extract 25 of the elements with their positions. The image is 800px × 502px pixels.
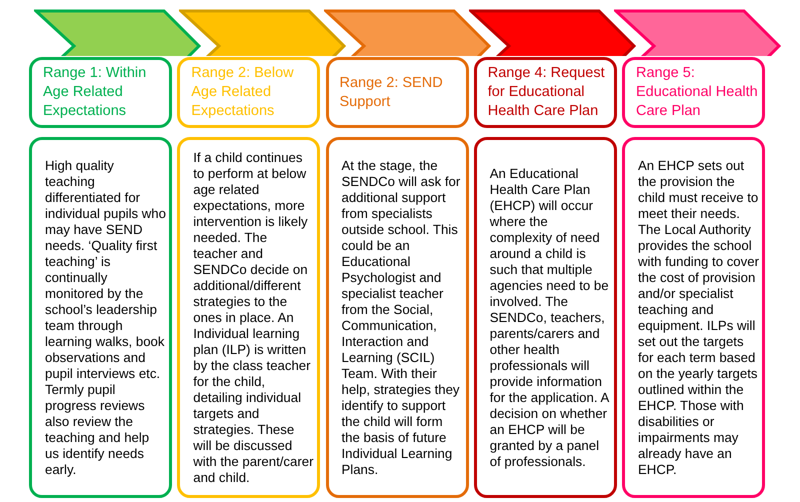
description-panel	[29, 137, 172, 498]
stage-banner	[614, 9, 781, 56]
stage-banner	[324, 9, 491, 56]
stage-title: Range 5: Educational Health Care Plan	[636, 64, 758, 121]
title-panel	[474, 57, 617, 128]
description-panel	[326, 137, 468, 498]
title-panel	[326, 57, 468, 128]
stage-title: Range 1: Within Age Related Expectations	[43, 64, 148, 121]
title-panel	[622, 57, 765, 128]
description-text: An Educational Health Care Plan (EHCP) will occur where the complexity of need around a child is such that multiple agencies need to be involved. The SENDCo, teachers, parents/carers and other health professionals will provide information for the application. A decision on whether an EHCP will be granted by a panel of professionals.	[490, 166, 610, 470]
title-panel	[29, 57, 172, 128]
stage-banner	[469, 9, 636, 56]
title-panel	[177, 57, 320, 128]
description-panel	[177, 137, 320, 498]
stage-title: Range 4: Request for Educational Health Care Plan	[488, 64, 606, 121]
description-text: High quality teaching differentiated for individual pupils who may have SEND needs. ‘Quality first teaching’ is continually monitored by the school’s leadership team through learning walks, book observations and pupil interviews etc. Termly pupil progress reviews also review the teaching and help us identify needs early.	[45, 158, 166, 478]
stage-title: Range 2: Below Age Related Expectations	[191, 64, 295, 121]
description-text: If a child continues to perform at below age related expectations, more intervention is likely needed. The teacher and SENDCo decide on additional/different strategies to the ones in place. An Individual learning plan (ILP) is written by the class teacher for the child, detailing individual targets and strategies. These will be discussed with the parent/carer and child.	[193, 150, 314, 486]
description-text: At the stage, the SENDCo will ask for additional support from specialists outside school. This could be an Educational Psychologist and specialist teacher from the Social, Communication, Interaction and Learning (SCIL) Team. With their help, strategies they identify to support the child will form the basis of future Individual Learning Plans.	[342, 158, 462, 478]
stage-title: Range 2: SEND Support	[340, 74, 444, 112]
description-text: An EHCP sets out the provision the child must receive to meet their needs. The Local Authority provides the school with funding to cover the cost of provision and/or specialist teaching and equipment. ILPs will set out the targets for each term based on the yearly targets outlined within the EHCP. Those with disabilities or impairments may already have an EHCP.	[638, 158, 759, 478]
description-panel	[622, 137, 765, 498]
description-panel	[474, 137, 617, 498]
stage-banner	[179, 9, 346, 56]
stage-banner	[34, 9, 201, 56]
